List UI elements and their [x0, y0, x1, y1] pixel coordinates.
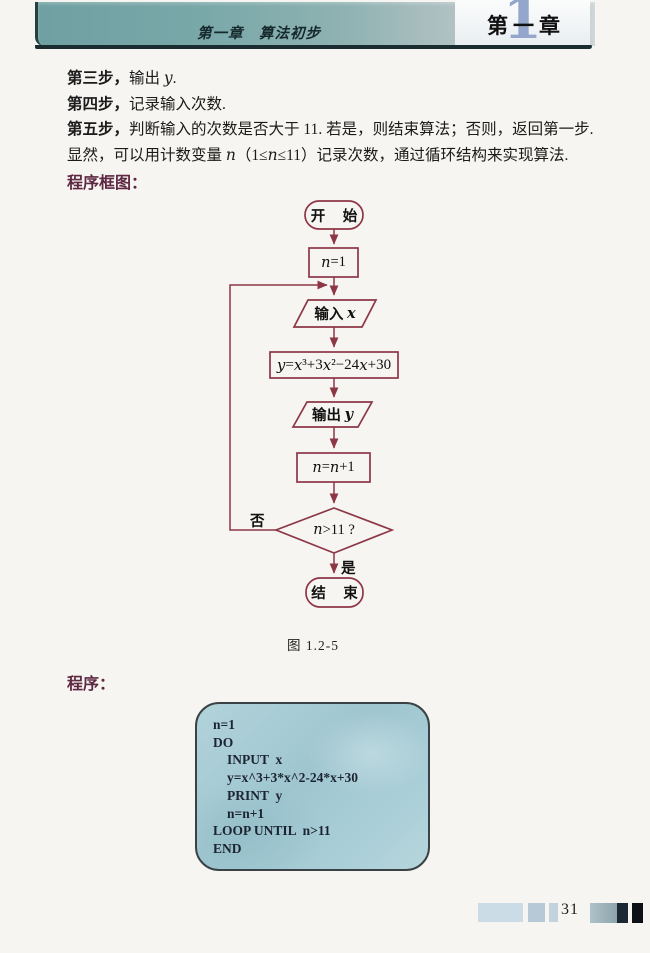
text-run: x	[346, 305, 356, 322]
program-line: y=x^3+3*x^2-24*x+30	[227, 770, 359, 786]
text-run: =	[285, 356, 294, 373]
start-terminal-shape	[304, 200, 364, 230]
running-title: 第一章 算法初步	[197, 26, 321, 42]
program-line: n=n+1	[227, 805, 265, 821]
condition-diamond-shape	[273, 507, 395, 554]
text-run: y	[276, 356, 286, 374]
branch-label-yes: 是	[341, 561, 356, 577]
text-run: 输出	[311, 408, 345, 424]
branch-label-no: 否	[250, 514, 265, 530]
flowchart-node-start: 开 始	[310, 208, 365, 225]
footer-decor-block	[590, 903, 617, 923]
text-run: 第五步，	[67, 121, 130, 139]
program-line: INPUT x	[227, 752, 283, 768]
program-line: DO	[213, 734, 234, 750]
text-run: +30	[367, 356, 392, 373]
remark-line: 显然，可以用计数变量 n（1≤n≤11）记录次数，通过循环结构来实现算法.	[67, 143, 627, 169]
text-run: ²−24	[331, 356, 360, 373]
chapter-numeral: 1	[503, 0, 542, 52]
loop-back-line	[229, 280, 328, 531]
chapter-tab-char: 章	[539, 15, 560, 38]
chapter-tab-char: 第	[487, 15, 508, 38]
flowchart-node-increment: n=n+1	[297, 453, 370, 482]
output-parallelogram-shape	[291, 401, 374, 428]
text-run: 第四步，	[67, 95, 130, 113]
text-run: .	[172, 70, 177, 87]
text-run: 输入	[314, 307, 347, 323]
text-run: =1	[330, 254, 346, 270]
text-run: n	[313, 522, 323, 538]
program-line: END	[213, 840, 242, 856]
text-run: 记录输入次数.	[129, 95, 226, 113]
step-line-4: 第四步，记录输入次数.	[67, 92, 627, 118]
body-text: 第三步，输出 y. 第四步，记录输入次数. 第五步，判断输入的次数是否大于 11…	[67, 66, 627, 168]
footer-decor-block	[549, 903, 558, 922]
text-run: n	[329, 459, 340, 476]
input-parallelogram-shape	[292, 299, 378, 328]
text-run: =	[321, 459, 330, 475]
step-line-5: 第五步，判断输入的次数是否大于 11. 若是，则结束算法；否则，返回第一步.	[67, 117, 627, 143]
init-process-shape	[308, 247, 359, 278]
text-run: ³+3	[302, 356, 323, 373]
text-run: （1≤	[235, 146, 268, 164]
flowchart-diagram	[229, 200, 399, 608]
text-run: x	[293, 356, 303, 374]
flowchart-node-init: n=1	[309, 248, 358, 277]
text-run: 输出	[129, 70, 164, 87]
text-run: y	[344, 406, 354, 423]
end-terminal-shape	[305, 577, 364, 608]
text-run: n	[225, 145, 236, 164]
flowchart-node-condition: n>11 ?	[276, 516, 392, 544]
footer-decor-block	[617, 903, 628, 923]
text-run: >11 ?	[322, 521, 355, 538]
figure-caption: 图 1.2-5	[287, 638, 339, 653]
page-number: 31	[561, 901, 579, 918]
text-run: +1	[339, 459, 355, 475]
footer-decor-block	[478, 903, 523, 922]
flowchart-node-end: 结 束	[311, 586, 365, 602]
text-run: n	[312, 459, 322, 476]
text-run: 显然，可以用计数变量	[67, 146, 226, 164]
flowchart-node-output: 输出 y	[293, 402, 372, 427]
text-run: y	[163, 69, 173, 87]
chapter-tab-char: 一	[513, 15, 534, 38]
text-run: 判断输入的次数是否大于 11. 若是，则结束算法；否则，返回第一步.	[129, 121, 594, 139]
text-run: x	[359, 356, 368, 374]
text-run: x	[322, 356, 332, 374]
text-run: n	[321, 254, 331, 271]
step-line-3: 第三步，输出 y.	[67, 66, 627, 92]
program-line: PRINT y	[227, 787, 283, 803]
footer-decor-block	[528, 903, 545, 922]
header-band-underline	[35, 45, 592, 49]
program-section-label: 程序：	[67, 676, 116, 693]
text-run: n	[267, 145, 278, 164]
footer-decor-block	[632, 903, 643, 923]
text-run: 第三步，	[67, 70, 130, 87]
chapter-tab: 1 第 一 章	[455, 0, 590, 52]
flowchart-node-input: 输入 x	[294, 300, 376, 327]
program-line: LOOP UNTIL n>11	[213, 823, 331, 839]
program-line: n=1	[213, 717, 235, 732]
increment-process-shape	[296, 452, 371, 483]
formula-process-shape	[269, 351, 399, 379]
flowchart-section-label: 程序框图：	[67, 175, 148, 192]
text-run: ≤11）记录次数，通过循环结构来实现算法.	[277, 146, 569, 164]
